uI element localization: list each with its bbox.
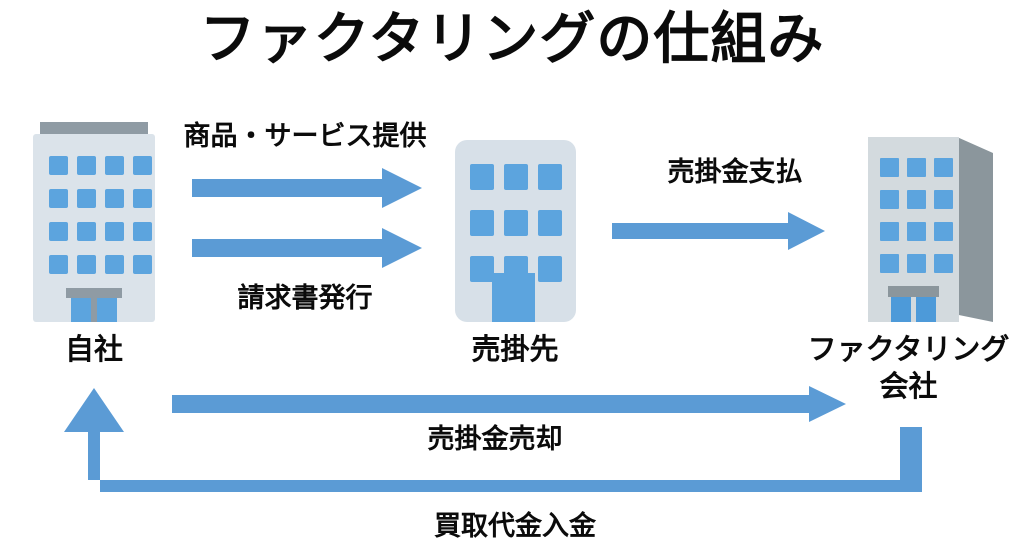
arrow-receivable-sale [172, 386, 846, 422]
node-label-accounts-receivable: 売掛先 [471, 334, 559, 366]
arrow-invoice-issue [192, 228, 422, 268]
window [133, 189, 152, 208]
window [49, 156, 68, 175]
window [538, 164, 562, 190]
node-label-factoring-company-line2: 会社 [879, 371, 938, 403]
window [907, 254, 926, 273]
window [907, 222, 926, 241]
window [77, 156, 96, 175]
window [105, 222, 124, 241]
window [880, 158, 899, 177]
flow-label-purchase-payment: 買取代金入金 [434, 511, 596, 541]
building-entrance-canopy [888, 286, 939, 297]
building-roof [40, 122, 148, 135]
page-title: ファクタリングの仕組み [199, 7, 825, 70]
node-label-factoring-company-line1: ファクタリング [807, 334, 1010, 366]
window [133, 255, 152, 274]
office-building-icon [33, 134, 155, 322]
window [880, 190, 899, 209]
window [77, 222, 96, 241]
window [77, 189, 96, 208]
flow-label-invoice-issue: 請求書発行 [237, 283, 373, 313]
building-door-left [891, 297, 911, 322]
window [105, 189, 124, 208]
node-label-own-company: 自社 [64, 334, 123, 366]
building-side-face [957, 137, 993, 322]
building-door-right [97, 298, 117, 322]
window [49, 255, 68, 274]
building-entrance-canopy [66, 288, 122, 298]
window [504, 210, 528, 236]
window [934, 254, 953, 273]
window [934, 190, 953, 209]
window [105, 156, 124, 175]
window [538, 256, 562, 282]
window [907, 190, 926, 209]
window [504, 164, 528, 190]
window [77, 255, 96, 274]
building-door-post [91, 298, 97, 322]
window [907, 158, 926, 177]
window [133, 222, 152, 241]
arrow-goods-services [192, 168, 422, 208]
arrow-receivable-payment [612, 212, 825, 250]
window [470, 164, 494, 190]
window [934, 222, 953, 241]
window [880, 222, 899, 241]
flow-label-goods-services: 商品・サービス提供 [183, 121, 427, 151]
flow-label-receivable-payment: 売掛金支払 [667, 157, 803, 187]
window [49, 189, 68, 208]
building-door-left [71, 298, 91, 322]
window [880, 254, 899, 273]
window [934, 158, 953, 177]
window [49, 222, 68, 241]
window [538, 210, 562, 236]
flow-label-receivable-sale: 売掛金売却 [427, 424, 563, 454]
window [470, 210, 494, 236]
window [133, 156, 152, 175]
building-door-right [916, 297, 936, 322]
building-door [492, 273, 535, 322]
arrow-purchase-payment [64, 388, 922, 492]
window [470, 256, 494, 282]
window [105, 255, 124, 274]
